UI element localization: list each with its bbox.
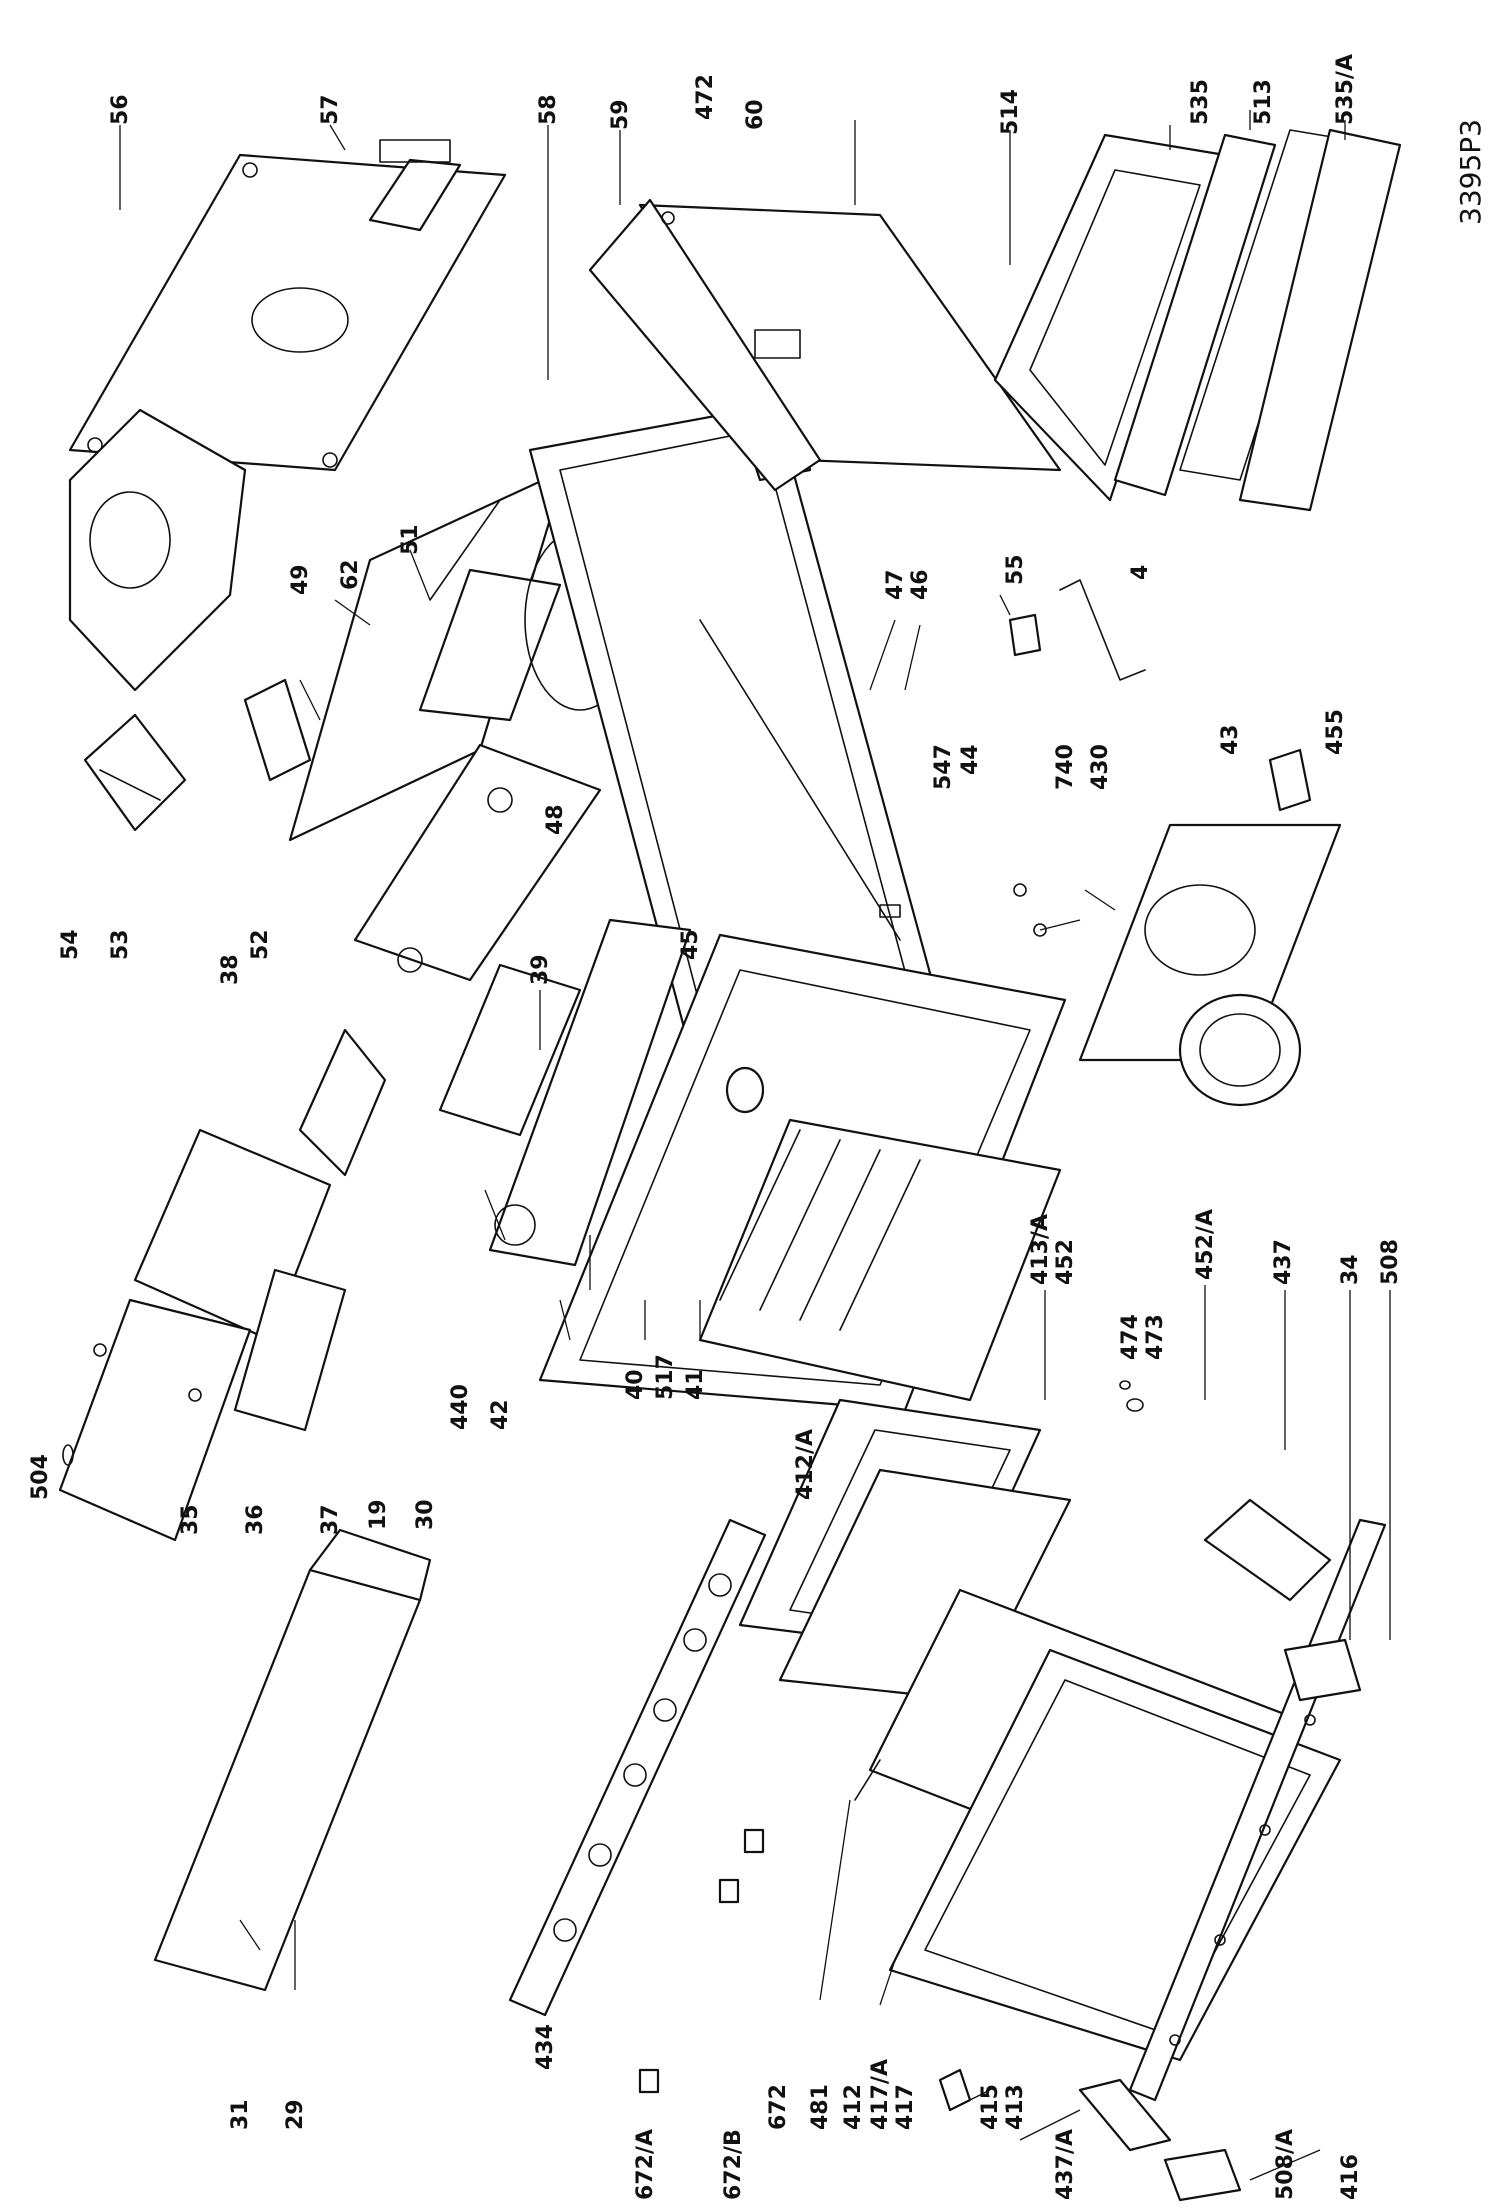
label-42: 42 bbox=[488, 1399, 513, 1430]
label-31: 31 bbox=[228, 2099, 253, 2130]
label-508A: 508/A bbox=[1273, 2129, 1298, 2200]
label-47: 47 bbox=[883, 569, 908, 600]
part-54-fan-housing bbox=[68, 408, 247, 692]
label-55: 55 bbox=[1003, 554, 1028, 585]
part-19-bottom-plate bbox=[488, 918, 692, 1267]
part-43-bracket bbox=[1268, 748, 1312, 812]
label-508: 508 bbox=[1378, 1239, 1403, 1285]
label-437: 437 bbox=[1271, 1239, 1296, 1285]
label-30: 30 bbox=[413, 1499, 438, 1530]
label-672A: 672/A bbox=[633, 2129, 658, 2200]
label-434: 434 bbox=[533, 2024, 558, 2070]
label-45: 45 bbox=[678, 929, 703, 960]
part-508A-hinge-receiver bbox=[1163, 2148, 1242, 2202]
label-49: 49 bbox=[288, 564, 313, 595]
label-416: 416 bbox=[1338, 2154, 1363, 2200]
part-481-screw bbox=[854, 1759, 881, 1801]
label-44: 44 bbox=[958, 744, 983, 775]
label-34: 34 bbox=[1338, 1254, 1363, 1285]
label-56: 56 bbox=[108, 94, 133, 125]
label-38: 38 bbox=[218, 954, 243, 985]
part-672-knobs bbox=[638, 1828, 765, 2094]
label-46: 46 bbox=[908, 569, 933, 600]
part-504-screw bbox=[62, 1444, 74, 1466]
label-417: 417 bbox=[893, 2084, 918, 2130]
part-437-hinge bbox=[1203, 1498, 1332, 1602]
label-514: 514 bbox=[998, 89, 1023, 135]
label-473: 473 bbox=[1143, 1314, 1168, 1360]
label-48: 48 bbox=[543, 804, 568, 835]
label-672B: 672/B bbox=[721, 2129, 746, 2200]
label-54: 54 bbox=[58, 929, 83, 960]
label-474: 474 bbox=[1118, 1314, 1143, 1360]
part-508-hinge-receiver bbox=[1283, 1638, 1362, 1702]
label-740: 740 bbox=[1053, 744, 1078, 790]
label-35: 35 bbox=[178, 1504, 203, 1535]
part-39-tray bbox=[438, 963, 582, 1137]
label-51: 51 bbox=[398, 524, 423, 555]
label-413: 413 bbox=[1003, 2084, 1028, 2130]
label-62: 62 bbox=[338, 559, 363, 590]
label-39: 39 bbox=[528, 954, 553, 985]
part-434-control-panel bbox=[508, 1518, 767, 2017]
label-43: 43 bbox=[1218, 724, 1243, 755]
part-52-plate bbox=[243, 678, 312, 782]
leader-lines bbox=[119, 110, 1391, 2181]
part-60-side-panel bbox=[588, 198, 1062, 492]
label-547: 547 bbox=[931, 744, 956, 790]
part-437A-hinge bbox=[1078, 2078, 1172, 2152]
label-504: 504 bbox=[28, 1454, 53, 1500]
label-452A: 452/A bbox=[1193, 1209, 1218, 1280]
label-19: 19 bbox=[366, 1499, 391, 1530]
part-430-rear-panel bbox=[1078, 823, 1342, 1107]
part-37-housing bbox=[133, 1128, 347, 1432]
sheet-code: 3395P3 bbox=[1454, 119, 1487, 225]
label-59: 59 bbox=[608, 99, 633, 130]
part-474-clip bbox=[1119, 1380, 1144, 1412]
part-415-clip bbox=[938, 2068, 972, 2112]
label-412A: 412/A bbox=[793, 1429, 818, 1500]
label-36: 36 bbox=[243, 1504, 268, 1535]
label-535: 535 bbox=[1188, 79, 1213, 125]
label-437A: 437/A bbox=[1053, 2129, 1078, 2200]
label-41: 41 bbox=[683, 1369, 708, 1400]
label-57: 57 bbox=[318, 94, 343, 125]
label-417A: 417/A bbox=[868, 2059, 893, 2130]
part-38-duct bbox=[298, 1028, 387, 1177]
label-52: 52 bbox=[248, 929, 273, 960]
part-4-rod bbox=[1059, 579, 1146, 681]
label-413A: 413/A bbox=[1028, 1214, 1053, 1285]
label-440: 440 bbox=[448, 1384, 473, 1430]
part-740-screws bbox=[1013, 883, 1047, 937]
label-517: 517 bbox=[653, 1354, 678, 1400]
part-labels: 56 57 58 59 472 60 514 535 513 535/A 62 … bbox=[28, 54, 1403, 2200]
part-55-clip bbox=[1008, 613, 1042, 657]
part-35-cover bbox=[58, 1298, 252, 1542]
label-455: 455 bbox=[1323, 709, 1348, 755]
label-472: 472 bbox=[693, 74, 718, 120]
label-60: 60 bbox=[743, 99, 768, 130]
label-58: 58 bbox=[536, 94, 561, 125]
label-415: 415 bbox=[978, 2084, 1003, 2130]
label-513: 513 bbox=[1251, 79, 1276, 125]
label-40: 40 bbox=[623, 1369, 648, 1400]
label-29: 29 bbox=[283, 2099, 308, 2130]
label-412: 412 bbox=[841, 2084, 866, 2130]
label-481: 481 bbox=[808, 2084, 833, 2130]
part-56-back-panel bbox=[68, 139, 507, 472]
label-430: 430 bbox=[1088, 744, 1113, 790]
label-672: 672 bbox=[766, 2084, 791, 2130]
label-53: 53 bbox=[108, 929, 133, 960]
label-535A: 535/A bbox=[1333, 54, 1358, 125]
part-49-top-cover bbox=[288, 468, 636, 982]
label-4: 4 bbox=[1128, 565, 1153, 580]
part-514-door-frame bbox=[993, 128, 1402, 512]
part-45-oven-cavity bbox=[538, 904, 1067, 1412]
part-53-bracket bbox=[83, 713, 187, 832]
label-452: 452 bbox=[1053, 1239, 1078, 1285]
part-413-door bbox=[868, 1518, 1387, 2102]
label-37: 37 bbox=[318, 1504, 343, 1535]
part-30-hood bbox=[153, 1528, 432, 1992]
